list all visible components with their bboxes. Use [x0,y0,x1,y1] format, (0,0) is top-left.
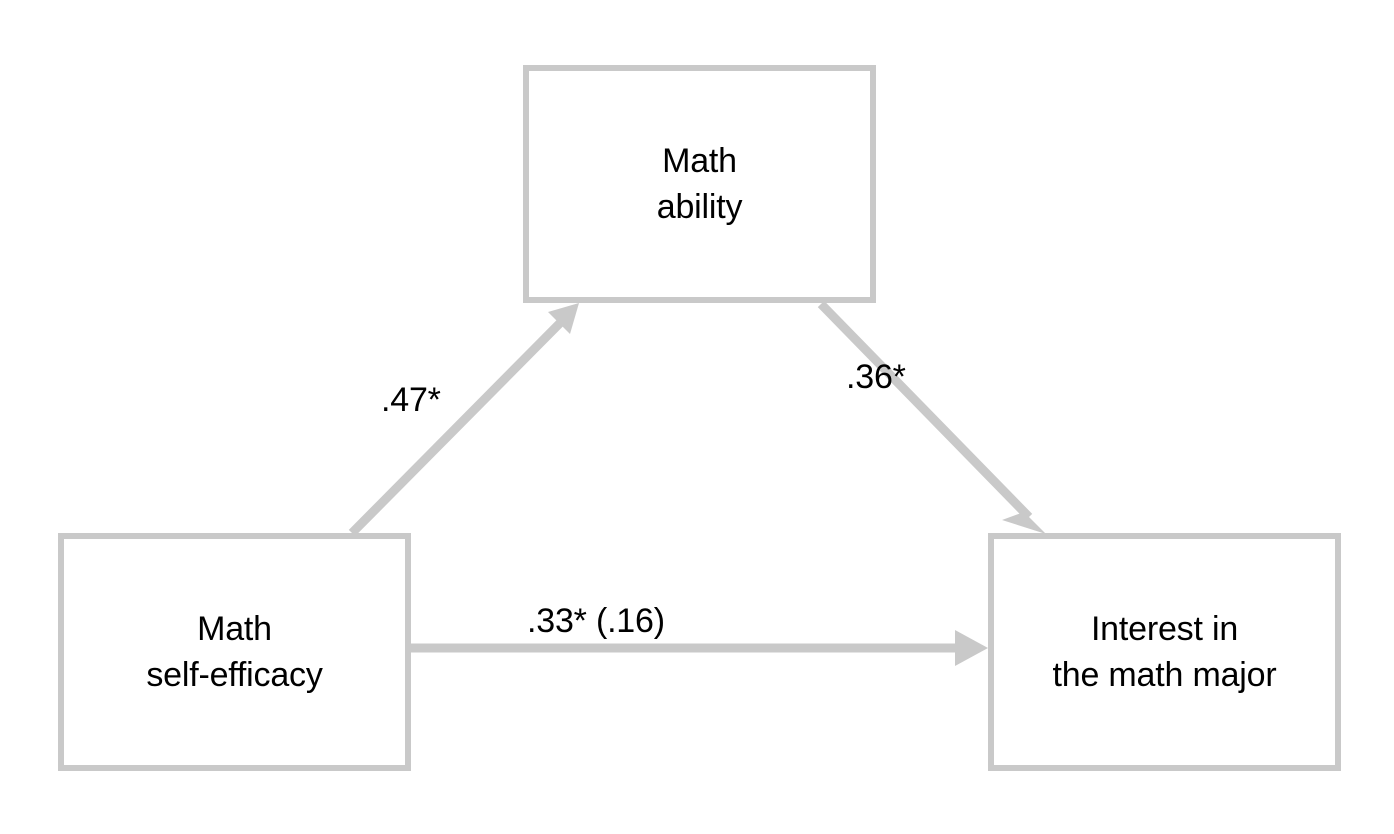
edge-b-path-label: .36* [846,358,906,396]
edge-c-path [411,630,988,666]
edge-a-path-line [348,316,567,537]
edge-c-path-arrowhead [955,630,988,666]
edge-a-path-label: .47* [381,381,441,419]
node-math-self-efficacy[interactable]: Math self-efficacy [58,533,411,771]
edge-a-path [348,303,579,537]
node-math-self-efficacy-label: Math self-efficacy [146,610,323,694]
node-interest-math-major-label: Interest in the math major [1052,610,1277,694]
edge-b-path-arrowhead [1002,512,1046,534]
edge-c-path-label: .33* (.16) [521,602,671,640]
node-interest-math-major[interactable]: Interest in the math major [988,533,1341,771]
edge-a-path-arrowhead [548,303,579,334]
edge-b-path-line [817,300,1033,521]
edge-b-path [817,300,1046,534]
node-math-ability[interactable]: Math ability [523,65,876,303]
node-math-ability-label: Math ability [656,142,743,226]
